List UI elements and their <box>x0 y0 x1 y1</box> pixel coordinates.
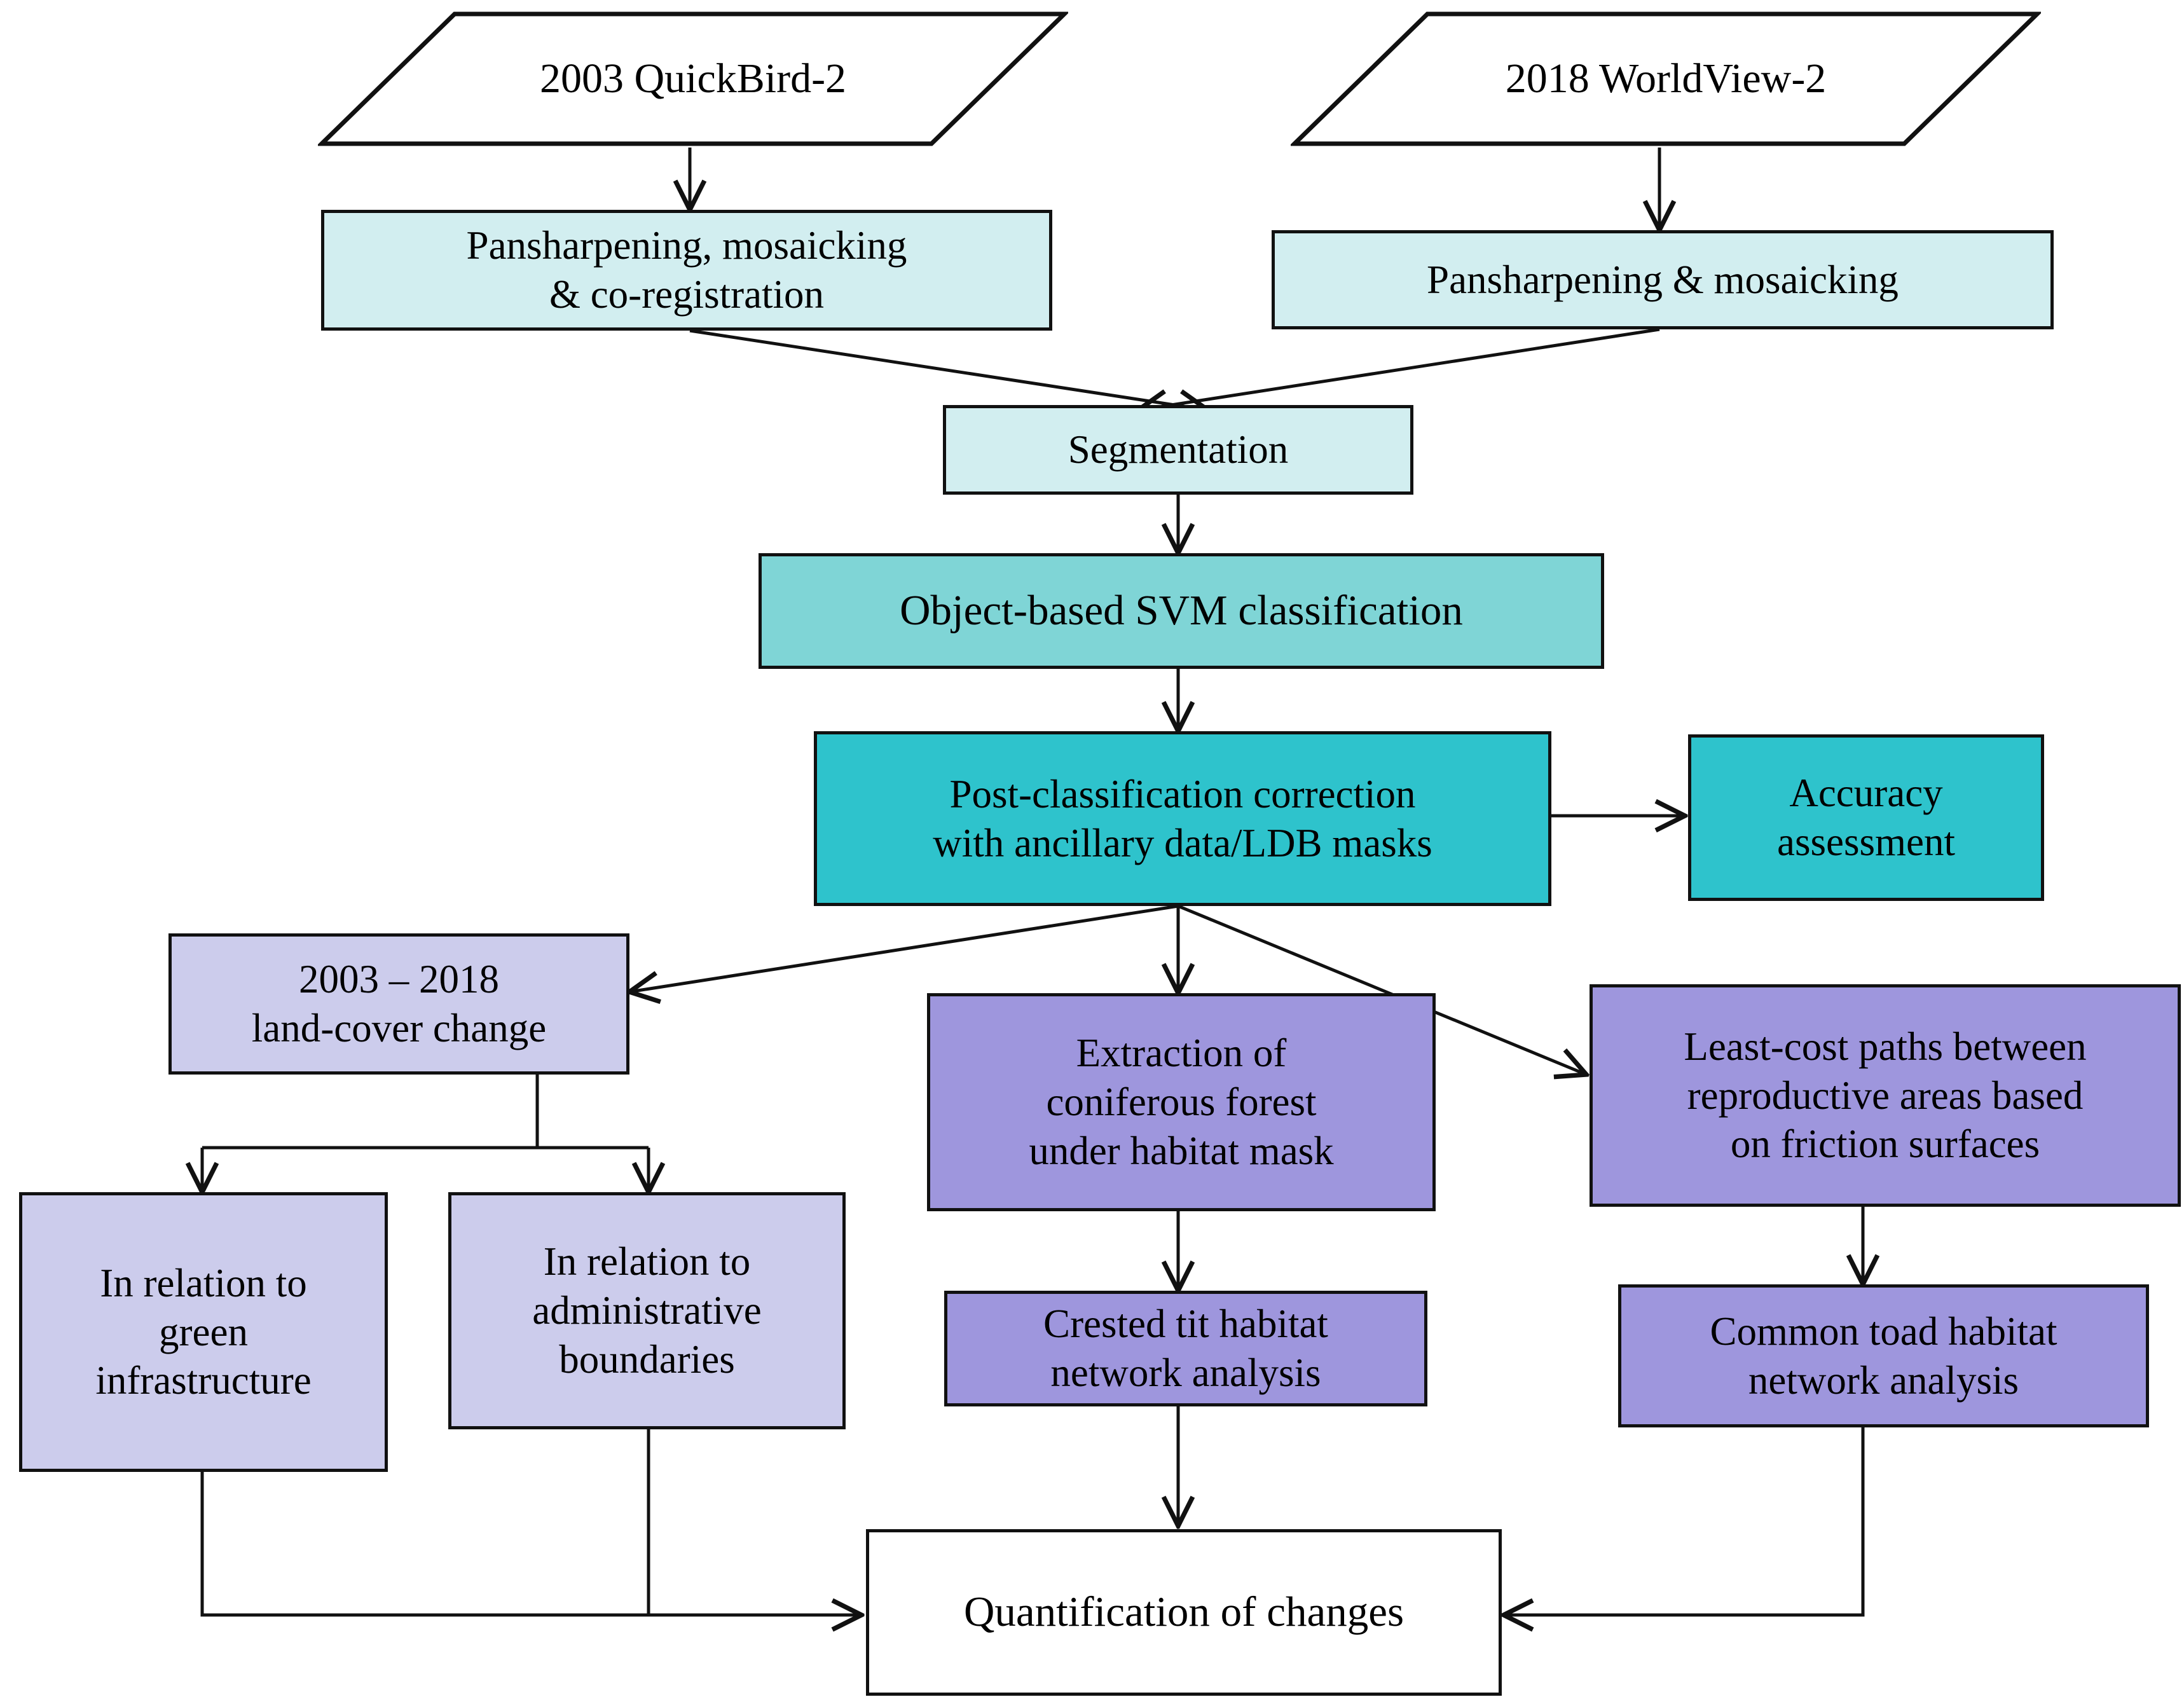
node-label: 2018 WorldView-2 <box>1505 55 1827 102</box>
parallelogram-shape-quickbird <box>318 11 1068 146</box>
node-common-toad-analysis[interactable]: Common toad habitat network analysis <box>1618 1284 2149 1427</box>
node-preprocessing-2018[interactable]: Pansharpening & mosaicking <box>1272 230 2054 329</box>
node-land-cover-change[interactable]: 2003 – 2018 land-cover change <box>168 933 629 1075</box>
node-label: Object-based SVM classification <box>900 587 1463 635</box>
node-preprocessing-2003[interactable]: Pansharpening, mosaicking & co-registrat… <box>321 210 1052 331</box>
node-segmentation[interactable]: Segmentation <box>943 405 1413 495</box>
node-post-classification-correction[interactable]: Post-classification correction with anci… <box>814 731 1551 906</box>
node-svm-classification[interactable]: Object-based SVM classification <box>759 553 1604 669</box>
node-worldview[interactable]: 2018 WorldView-2 <box>1291 10 2041 148</box>
node-label: Pansharpening & mosaicking <box>1427 257 1899 302</box>
node-label: Crested tit habitat network analysis <box>1043 1302 1328 1395</box>
node-quantification-of-changes[interactable]: Quantification of changes <box>866 1529 1502 1696</box>
node-label: Segmentation <box>1068 427 1289 472</box>
node-accuracy-assessment[interactable]: Accuracy assessment <box>1688 734 2044 901</box>
node-label: Extraction of coniferous forest under ha… <box>1029 1031 1334 1173</box>
node-label: Common toad habitat network analysis <box>1710 1309 2057 1403</box>
edge-greeninfra-to-quantify <box>200 1472 862 1615</box>
node-label: In relation to administrative boundaries <box>532 1239 762 1382</box>
edge-commontoad-to-quantify <box>1504 1427 1865 1615</box>
edge-prep2003-to-segmentation <box>689 329 1208 410</box>
node-label: Least-cost paths between reproductive ar… <box>1684 1024 2087 1167</box>
node-label: 2003 QuickBird-2 <box>539 55 847 102</box>
node-label: 2003 – 2018 land-cover change <box>251 957 547 1050</box>
node-label: In relation to green infrastructure <box>95 1260 312 1403</box>
node-coniferous-extraction[interactable]: Extraction of coniferous forest under ha… <box>927 993 1436 1211</box>
node-administrative-boundaries[interactable]: In relation to administrative boundaries <box>448 1192 846 1429</box>
node-label: Post-classification correction with anci… <box>933 771 1432 865</box>
node-crested-tit-analysis[interactable]: Crested tit habitat network analysis <box>944 1291 1427 1406</box>
node-label: Pansharpening, mosaicking & co-registrat… <box>466 223 907 317</box>
edge-postclass-to-lcchange <box>629 904 1179 992</box>
node-green-infrastructure[interactable]: In relation to green infrastructure <box>19 1192 388 1472</box>
node-label: Accuracy assessment <box>1777 771 1955 864</box>
edge-prep2018-to-segmentation <box>1138 327 1660 410</box>
node-label: Quantification of changes <box>963 1588 1404 1636</box>
parallelogram-shape-worldview <box>1291 11 2041 146</box>
node-quickbird[interactable]: 2003 QuickBird-2 <box>318 10 1068 148</box>
node-least-cost-paths[interactable]: Least-cost paths between reproductive ar… <box>1590 984 2181 1207</box>
